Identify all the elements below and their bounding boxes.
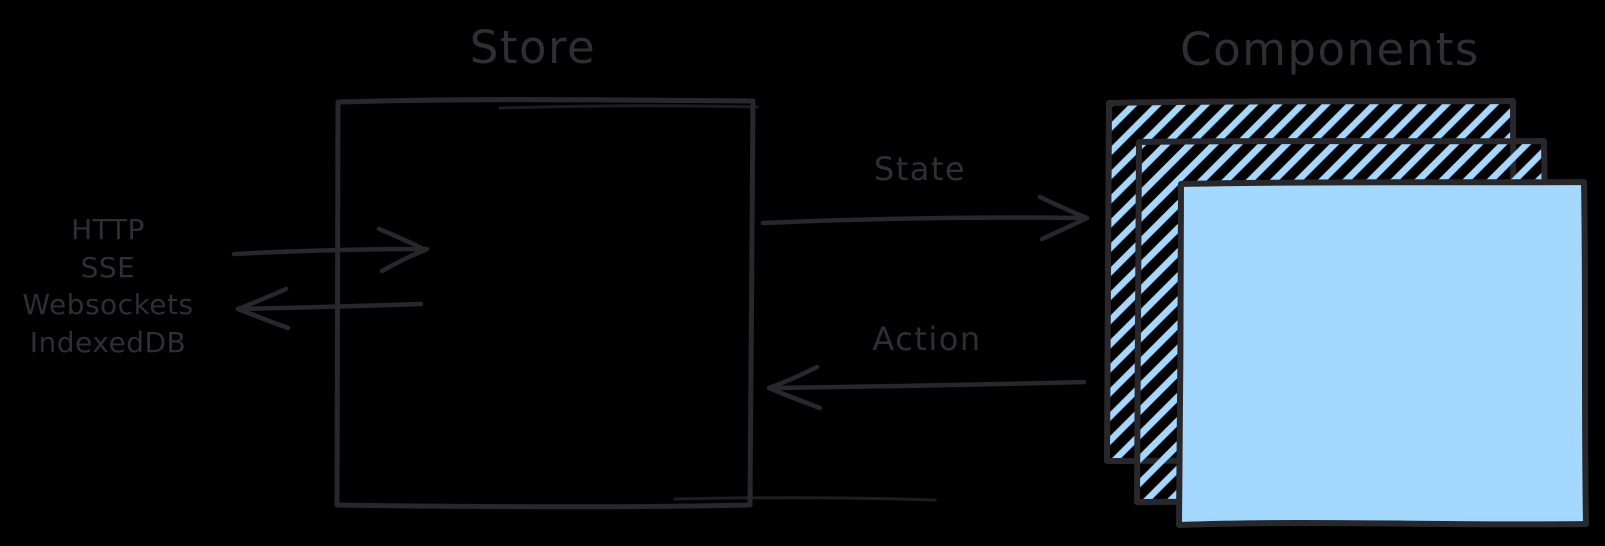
transport-list: HTTP SSE Websockets IndexedDB (8, 211, 208, 361)
state-label: State (873, 150, 967, 188)
store-box-sketch-line (498, 104, 759, 110)
store-box (334, 97, 937, 510)
store-title: Store (469, 21, 597, 74)
action-label: Action (872, 320, 982, 358)
transport-item-http: HTTP (71, 213, 145, 246)
transport-item-sse: SSE (80, 250, 136, 284)
components-title: Components (1180, 23, 1480, 76)
transports-to-store-arrow (231, 226, 430, 274)
transport-item-websockets: Websockets (22, 288, 194, 321)
state-arrow (760, 194, 1090, 242)
store-box-sketch-line (673, 496, 937, 502)
transport-item-indexeddb: IndexedDB (29, 325, 187, 359)
action-arrow (766, 364, 1087, 411)
store-to-transports-arrow (235, 286, 424, 331)
component-layer-front (1176, 179, 1589, 528)
